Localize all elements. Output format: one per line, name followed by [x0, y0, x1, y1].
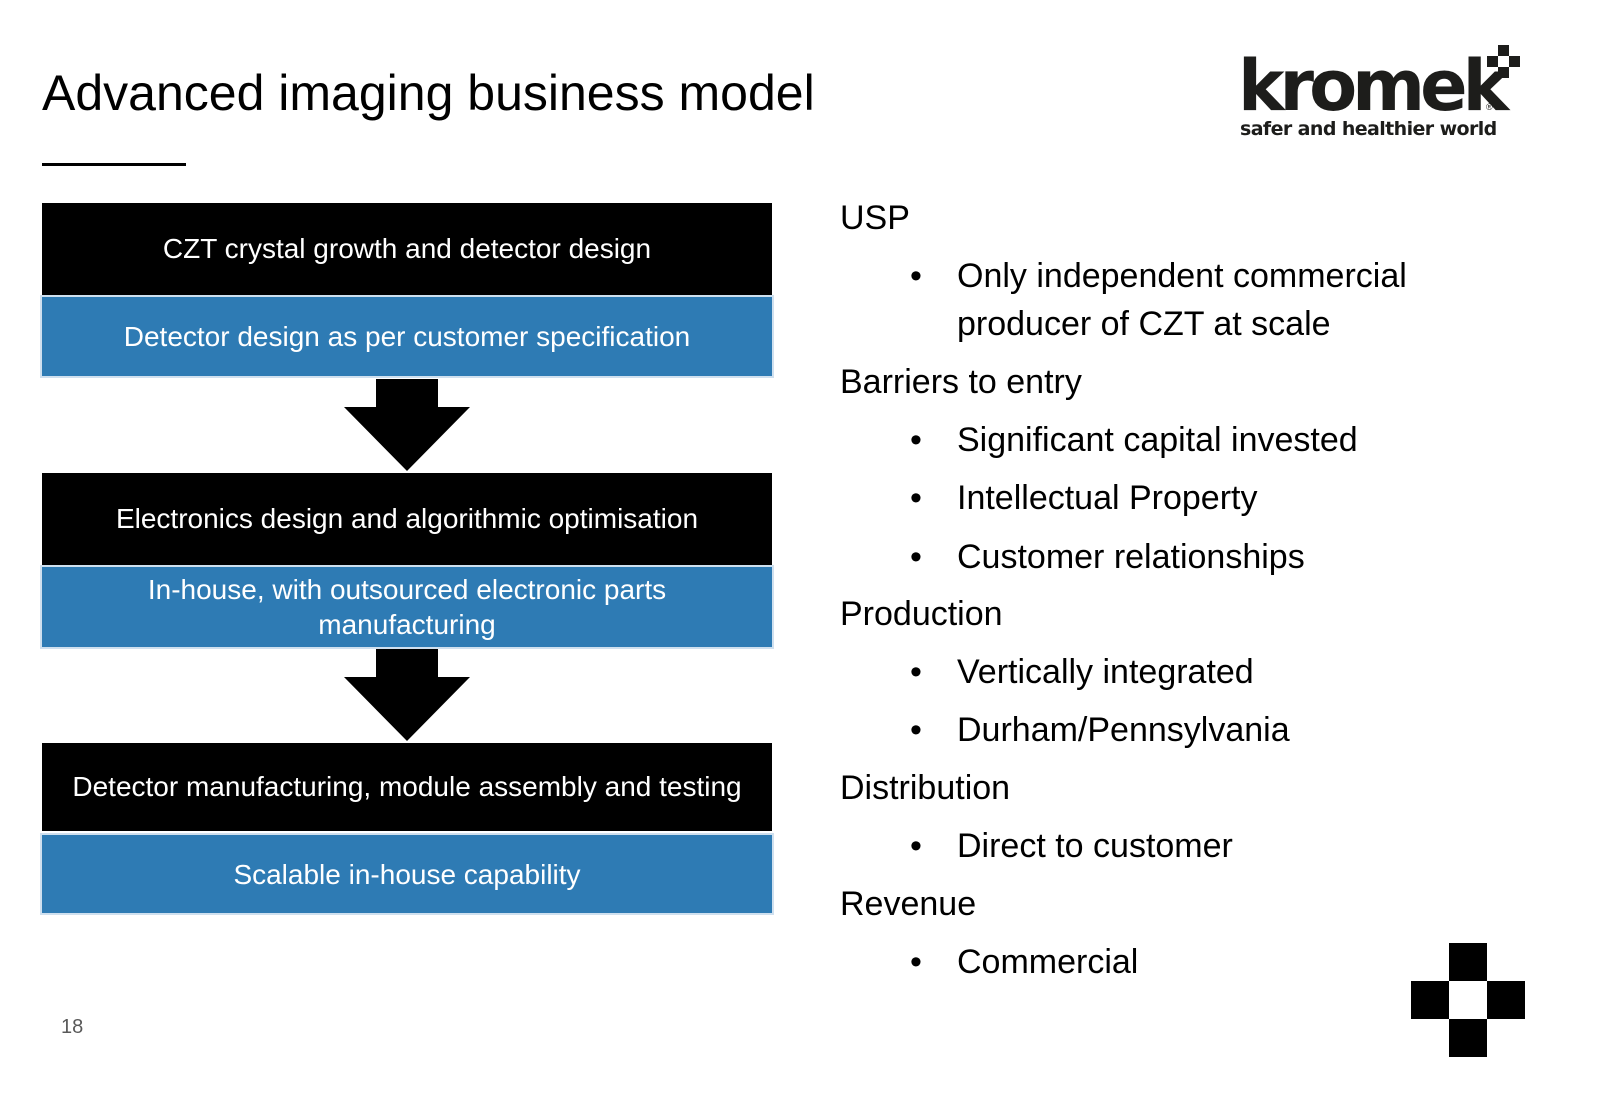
bullet-icon: • — [910, 653, 922, 691]
list-item-text: Vertically integrated — [957, 653, 1254, 691]
deco-square — [1449, 1019, 1487, 1057]
section-heading-distribution: Distribution — [840, 769, 1011, 807]
section-heading-barriers: Barriers to entry — [840, 363, 1082, 401]
bullet-icon: • — [910, 257, 922, 295]
logo-square-icon — [1498, 67, 1509, 78]
flow-detail-1: Detector design as per customer specific… — [40, 295, 774, 378]
title-underline — [42, 163, 186, 166]
kromek-logo: kromek ® safer and healthier world — [1238, 42, 1538, 152]
flow-detail-3: Scalable in-house capability — [40, 833, 774, 915]
flow-stage-1: CZT crystal growth and detector design — [42, 203, 772, 295]
deco-square — [1411, 981, 1449, 1019]
flow-detail-2: In-house, with outsourced electronic par… — [40, 565, 774, 649]
bullet-icon: • — [910, 711, 922, 749]
bullet-icon: • — [910, 943, 922, 981]
list-item-text: Commercial — [957, 943, 1139, 981]
logo-square-icon — [1487, 56, 1498, 67]
logo-tagline: safer and healthier world — [1240, 118, 1497, 140]
bullet-icon: • — [910, 479, 922, 517]
list-item-text: Customer relationships — [957, 538, 1305, 576]
down-arrow-icon — [344, 649, 470, 741]
flow-stage-2: Electronics design and algorithmic optim… — [42, 473, 772, 565]
list-item-text: Durham/Pennsylvania — [957, 711, 1290, 749]
bullet-icon: • — [910, 538, 922, 576]
logo-square-icon — [1509, 56, 1520, 67]
down-arrow-icon — [344, 379, 470, 471]
list-item-text: Direct to customer — [957, 827, 1233, 865]
section-heading-revenue: Revenue — [840, 885, 977, 923]
page-number: 18 — [61, 1016, 84, 1038]
list-item-text: Intellectual Property — [957, 479, 1258, 517]
flow-stage-3: Detector manufacturing, module assembly … — [42, 743, 772, 831]
deco-square — [1487, 981, 1525, 1019]
logo-registered-mark: ® — [1486, 102, 1493, 112]
section-heading-production: Production — [840, 595, 1003, 633]
section-heading-usp: USP — [840, 199, 910, 237]
logo-wordmark: kromek — [1238, 45, 1509, 127]
list-item-text: Significant capital invested — [957, 421, 1358, 459]
page-title: Advanced imaging business model — [42, 65, 815, 121]
bullet-icon: • — [910, 421, 922, 459]
logo-square-icon — [1498, 45, 1509, 56]
bullet-icon: • — [910, 827, 922, 865]
list-item-text: Only independent commercial producer of … — [957, 257, 1407, 343]
deco-square — [1449, 943, 1487, 981]
